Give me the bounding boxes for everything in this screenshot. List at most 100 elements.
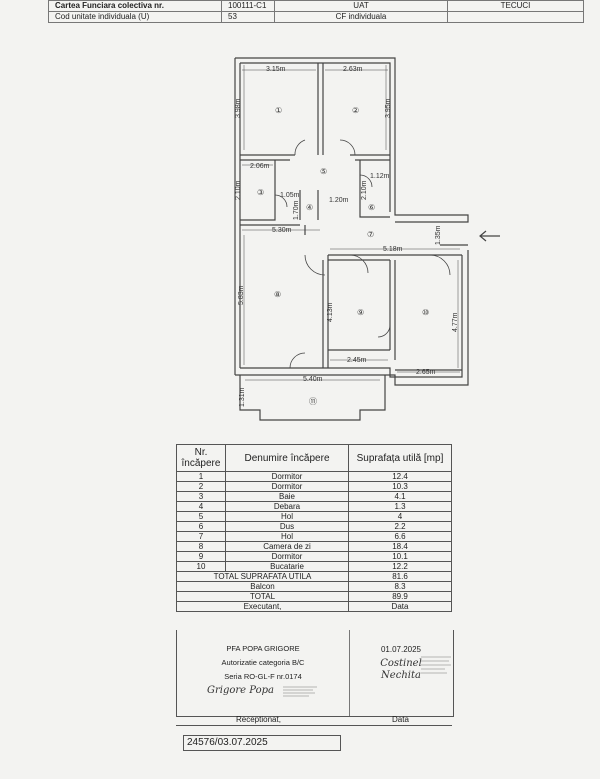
room-nr: 8 <box>176 541 226 552</box>
room-nr: 5 <box>176 511 226 522</box>
dimension-label: 1.70m <box>293 200 300 220</box>
room-area: 2.2 <box>348 521 452 532</box>
header-row: Cartea Funciara colectiva nr. 100111-C1 … <box>48 0 584 12</box>
room-number: ⑤ <box>320 167 327 176</box>
dimension-label: 3.95m <box>385 98 392 118</box>
room-area: 18.4 <box>348 541 452 552</box>
balcony-outline <box>239 375 386 421</box>
dimension-label: 5.83m <box>238 285 245 305</box>
outer-wall <box>235 250 469 386</box>
room-name: Dormitor <box>225 471 349 482</box>
door-swing <box>274 174 373 208</box>
room-number: ③ <box>257 188 264 197</box>
header-cell: CF individuala <box>274 11 448 23</box>
header-cell: Cartea Funciara colectiva nr. <box>48 0 222 12</box>
room-number: ⑦ <box>367 230 374 239</box>
room-name: Hol <box>225 531 349 542</box>
room-area: 6.6 <box>348 531 452 542</box>
room-area: 4.1 <box>348 491 452 502</box>
signature-divider <box>349 630 350 716</box>
partition-wall <box>240 160 276 221</box>
balcony-row: Balcon 8.3 <box>176 581 452 592</box>
header-cell: Cod unitate individuala (U) <box>48 11 222 23</box>
outer-wall <box>235 57 469 223</box>
dimension-label: 2.10m <box>361 180 368 200</box>
room-name: Bucatarie <box>225 561 349 572</box>
balcony-value: 8.3 <box>348 581 452 592</box>
date-label: Data <box>348 601 452 612</box>
dimension-label: 4.13m <box>327 302 334 322</box>
room-number: ⑨ <box>357 308 364 317</box>
executant-label: Executant, <box>176 601 349 612</box>
column-header: Denumire încăpere <box>225 444 349 472</box>
room-name: Debara <box>225 501 349 512</box>
header-row: Cod unitate individuala (U) 53 CF indivi… <box>48 11 584 23</box>
signature-date: 01.07.2025 <box>380 645 422 654</box>
room-area: 4 <box>348 511 452 522</box>
room-nr: 2 <box>176 481 226 492</box>
date-signature: 01.07.2025 Costinel Nechita <box>351 644 451 682</box>
signature-name-line: Costinel <box>380 658 422 669</box>
total-util-row: TOTAL SUPRAFATA UTILA 81.6 <box>176 571 452 582</box>
room-area: 10.1 <box>348 551 452 562</box>
door-swing <box>289 254 326 369</box>
room-number: ⑩ <box>422 308 429 317</box>
room-nr: 7 <box>176 531 226 542</box>
header-cell: 100111-C1 <box>221 0 275 12</box>
room-number: ⑥ <box>368 203 375 212</box>
series-number: Seria RO-GL-F nr.0174 <box>224 672 302 681</box>
room-nr: 6 <box>176 521 226 532</box>
stamp-mark <box>421 656 451 674</box>
receptionat-row: Receptionat, Data <box>176 714 452 726</box>
dimension-label: 1.31m <box>239 387 246 407</box>
door-swing <box>294 139 356 156</box>
room-nr: 1 <box>176 471 226 482</box>
total-label: TOTAL <box>176 591 349 602</box>
dimension-label: 1.12m <box>370 173 390 180</box>
total-util-label: TOTAL SUPRAFATA UTILA <box>176 571 349 582</box>
column-header: Suprafața utilă [mp] <box>348 444 452 472</box>
total-util-value: 81.6 <box>348 571 452 582</box>
room-nr: 3 <box>176 491 226 502</box>
dimension-label: 5.40m <box>303 376 323 383</box>
authorization: Autorizatie categoria B/C <box>221 658 305 667</box>
room-area-table: Nr. încăpere Denumire încăpere Suprafața… <box>176 444 452 612</box>
room-area: 12.2 <box>348 561 452 572</box>
receptionat-label: Receptionat, <box>236 715 281 724</box>
handwritten-signature: Grigore Popa <box>207 685 274 696</box>
header-cell: UAT <box>274 0 448 12</box>
header-cell: 53 <box>221 11 275 23</box>
room-area: 1.3 <box>348 501 452 512</box>
dimension-label: 3.98m <box>235 98 242 118</box>
company-name: PFA POPA GRIGORE <box>226 644 300 653</box>
room-name: Dormitor <box>225 481 349 492</box>
cadastral-header: Cartea Funciara colectiva nr. 100111-C1 … <box>48 0 584 23</box>
floor-plan: 3.15m 2.63m 3.98m 3.95m 2.06m 2.10m 1.12… <box>234 57 500 421</box>
dimension-label: 2.63m <box>343 66 363 73</box>
dimension-label: 5.18m <box>383 246 403 253</box>
signature-block: PFA POPA GRIGORE Autorizatie categoria B… <box>176 630 454 717</box>
room-area: 12.4 <box>348 471 452 482</box>
door-swing <box>349 254 451 338</box>
room-number: ⑪ <box>309 397 317 406</box>
dimension-label: 1.05m <box>280 192 300 199</box>
room-number: ② <box>352 106 359 115</box>
executant-row: Executant, Data <box>176 601 452 612</box>
receptionat-date-label: Data <box>392 715 409 724</box>
room-name: Dus <box>225 521 349 532</box>
dimension-label: 3.15m <box>266 66 286 73</box>
total-row: TOTAL 89.9 <box>176 591 452 602</box>
dimension-label: 5.30m <box>272 227 292 234</box>
room-nr: 10 <box>176 561 226 572</box>
executant-details: PFA POPA GRIGORE Autorizatie categoria B… <box>177 642 349 700</box>
room-name: Dormitor <box>225 551 349 562</box>
balcony-label: Balcon <box>176 581 349 592</box>
room-area: 10.3 <box>348 481 452 492</box>
room-nr: 4 <box>176 501 226 512</box>
